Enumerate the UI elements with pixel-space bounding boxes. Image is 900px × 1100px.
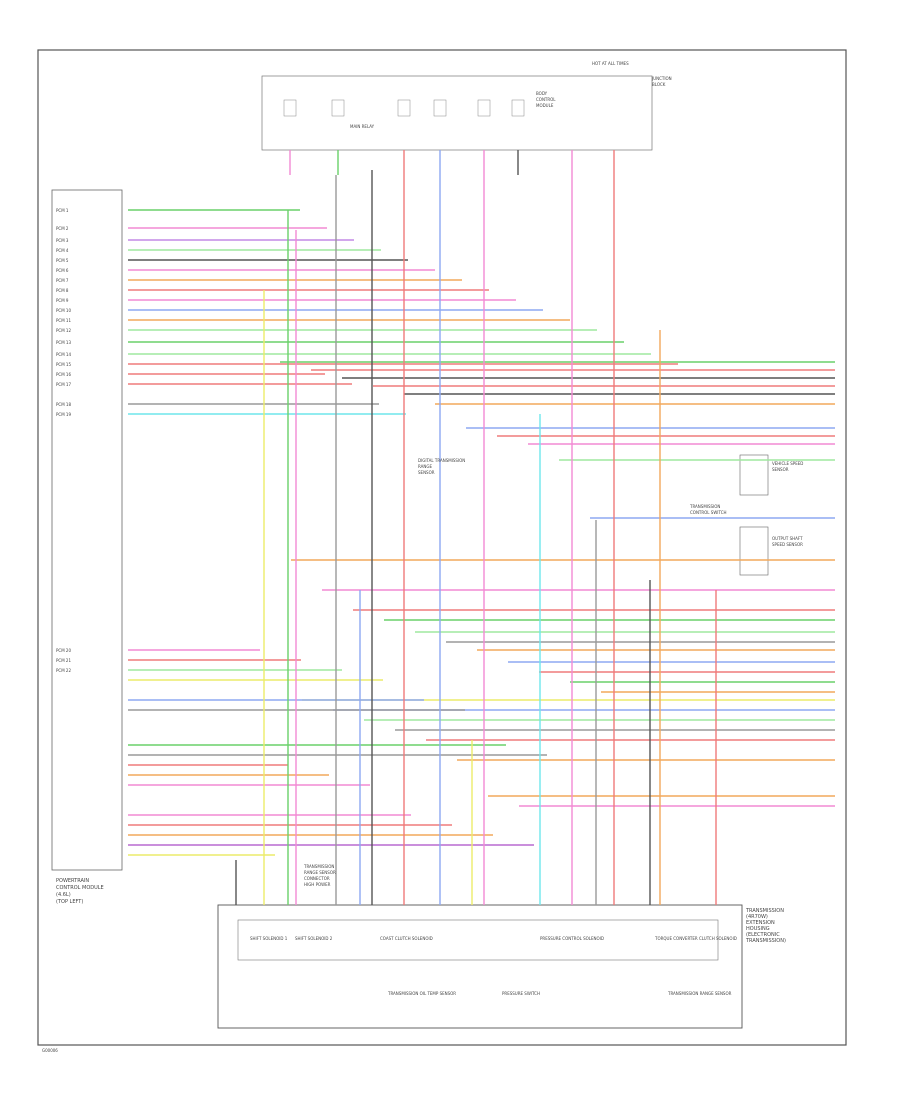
svg-text:JUNCTION: JUNCTION [651, 76, 672, 81]
svg-text:RANGE: RANGE [418, 464, 432, 469]
pcm-pin-label: PCM 18 [56, 402, 71, 407]
svg-text:TRANSMISSION: TRANSMISSION [745, 908, 784, 914]
pcm-pin-label: PCM 2 [56, 226, 69, 231]
pcm-pin-label: PCM 14 [56, 352, 71, 357]
pcm-pin-label: PCM 15 [56, 362, 71, 367]
transmission-labels: TRANSMISSION (4R70W) EXTENSION HOUSING (… [250, 908, 786, 996]
svg-text:MAIN RELAY: MAIN RELAY [350, 124, 375, 129]
relay-pin-2 [397, 99, 411, 117]
pcm-box [51, 189, 123, 871]
pcm-pin-label: PCM 5 [56, 258, 69, 263]
svg-text:EXTENSION: EXTENSION [746, 920, 775, 926]
top-relay-labels: MAIN RELAY BODY CONTROL MODULE HOT AT AL… [350, 61, 672, 129]
svg-text:BLOCK: BLOCK [652, 82, 666, 87]
svg-text:SHIFT SOLENOID 1: SHIFT SOLENOID 1 [250, 936, 288, 941]
transmission-box [217, 904, 743, 1029]
svg-text:RANGE SENSOR: RANGE SENSOR [304, 870, 336, 875]
relay-pins [283, 99, 525, 117]
relay-pin-5 [511, 99, 525, 117]
pcm-pin-label: PCM 20 [56, 648, 71, 653]
svg-text:PRESSURE CONTROL SOLENOID: PRESSURE CONTROL SOLENOID [540, 936, 604, 941]
pcm-pin-label: PCM 3 [56, 238, 69, 243]
svg-text:CONTROL MODULE: CONTROL MODULE [56, 885, 104, 891]
pcm-pin-label: PCM 12 [56, 328, 71, 333]
relay-pin-4 [477, 99, 491, 117]
svg-text:PRESSURE SWITCH: PRESSURE SWITCH [502, 991, 540, 996]
svg-text:SHIFT SOLENOID 2: SHIFT SOLENOID 2 [295, 936, 333, 941]
relay-pin-3 [433, 99, 447, 117]
svg-text:(4.6L): (4.6L) [56, 892, 71, 898]
vehicle-speed-sensor-box [739, 454, 769, 496]
pcm-pin-label: PCM 19 [56, 412, 71, 417]
svg-text:HOT AT ALL TIMES: HOT AT ALL TIMES [592, 61, 629, 66]
pcm-pin-label: PCM 6 [56, 268, 69, 273]
pcm-pin-label: PCM 4 [56, 248, 69, 253]
svg-text:(TOP LEFT): (TOP LEFT) [56, 899, 83, 905]
pcm-pin-label: PCM 13 [56, 340, 71, 345]
svg-text:VEHICLE SPEED: VEHICLE SPEED [772, 461, 803, 466]
relay-pin-1 [331, 99, 345, 117]
svg-text:TRANSMISSION: TRANSMISSION [303, 864, 334, 869]
svg-text:SPEED SENSOR: SPEED SENSOR [772, 542, 803, 547]
svg-text:DIGITAL TRANSMISSION: DIGITAL TRANSMISSION [418, 458, 465, 463]
pcm-pin-label: PCM 16 [56, 372, 71, 377]
pcm-pin-label: PCM 10 [56, 308, 71, 313]
svg-text:CONTROL: CONTROL [536, 97, 556, 102]
svg-text:SENSOR: SENSOR [418, 470, 435, 475]
solenoid-pack-box [237, 919, 719, 961]
svg-text:TRANSMISSION RANGE SENSOR: TRANSMISSION RANGE SENSOR [667, 991, 732, 996]
pcm-pin-label: PCM 9 [56, 298, 69, 303]
svg-text:TRANSMISSION OIL TEMP SENSOR: TRANSMISSION OIL TEMP SENSOR [387, 991, 456, 996]
svg-text:COAST CLUTCH SOLENOID: COAST CLUTCH SOLENOID [380, 936, 433, 941]
svg-text:CONNECTOR: CONNECTOR [304, 876, 330, 881]
output-shaft-speed-sensor-box [739, 526, 769, 576]
svg-text:TRANSMISSION): TRANSMISSION) [745, 938, 786, 944]
pcm-title: POWERTRAIN CONTROL MODULE (4.6L) (TOP LE… [56, 878, 104, 905]
svg-text:(ELECTRONIC: (ELECTRONIC [746, 932, 780, 938]
pcm-pin-label: PCM 21 [56, 658, 71, 663]
pin-label-group: PCM 1 PCM 2 PCM 3 PCM 4 PCM 5 PCM 6 PCM 7 PCM 8… [56, 208, 71, 673]
svg-text:TRANSMISSION: TRANSMISSION [689, 504, 720, 509]
svg-text:POWERTRAIN: POWERTRAIN [56, 878, 89, 884]
pcm-pin-label: PCM 11 [56, 318, 71, 323]
pcm-pin-label: PCM 8 [56, 288, 69, 293]
figure-code: G00006 [42, 1048, 58, 1053]
svg-text:MODULE: MODULE [536, 103, 554, 108]
svg-text:OUTPUT SHAFT: OUTPUT SHAFT [772, 536, 803, 541]
top-relay-box [261, 75, 653, 151]
svg-text:HOUSING: HOUSING [746, 926, 770, 932]
pcm-pin-label: PCM 7 [56, 278, 69, 283]
wire-group [128, 150, 835, 905]
pcm-pin-label: PCM 1 [56, 208, 69, 213]
lower-left-label: TRANSMISSION RANGE SENSOR CONNECTOR HIGH… [303, 864, 336, 887]
svg-text:CONTROL SWITCH: CONTROL SWITCH [690, 510, 727, 515]
svg-text:HIGH POWER: HIGH POWER [304, 882, 331, 887]
svg-text:SENSOR: SENSOR [772, 467, 789, 472]
pcm-pin-label: PCM 17 [56, 382, 71, 387]
diagram-border [37, 49, 847, 1046]
svg-text:(4R70W): (4R70W) [746, 914, 768, 920]
svg-text:BODY: BODY [536, 91, 548, 96]
pcm-pin-label: PCM 22 [56, 668, 71, 673]
relay-pin-0 [283, 99, 297, 117]
center-sensor-label: DIGITAL TRANSMISSION RANGE SENSOR [418, 458, 465, 475]
svg-text:TORQUE CONVERTER CLUTCH SOLENO: TORQUE CONVERTER CLUTCH SOLENOID [654, 936, 737, 941]
right-component-labels: VEHICLE SPEED SENSOR OUTPUT SHAFT SPEED … [689, 461, 803, 547]
